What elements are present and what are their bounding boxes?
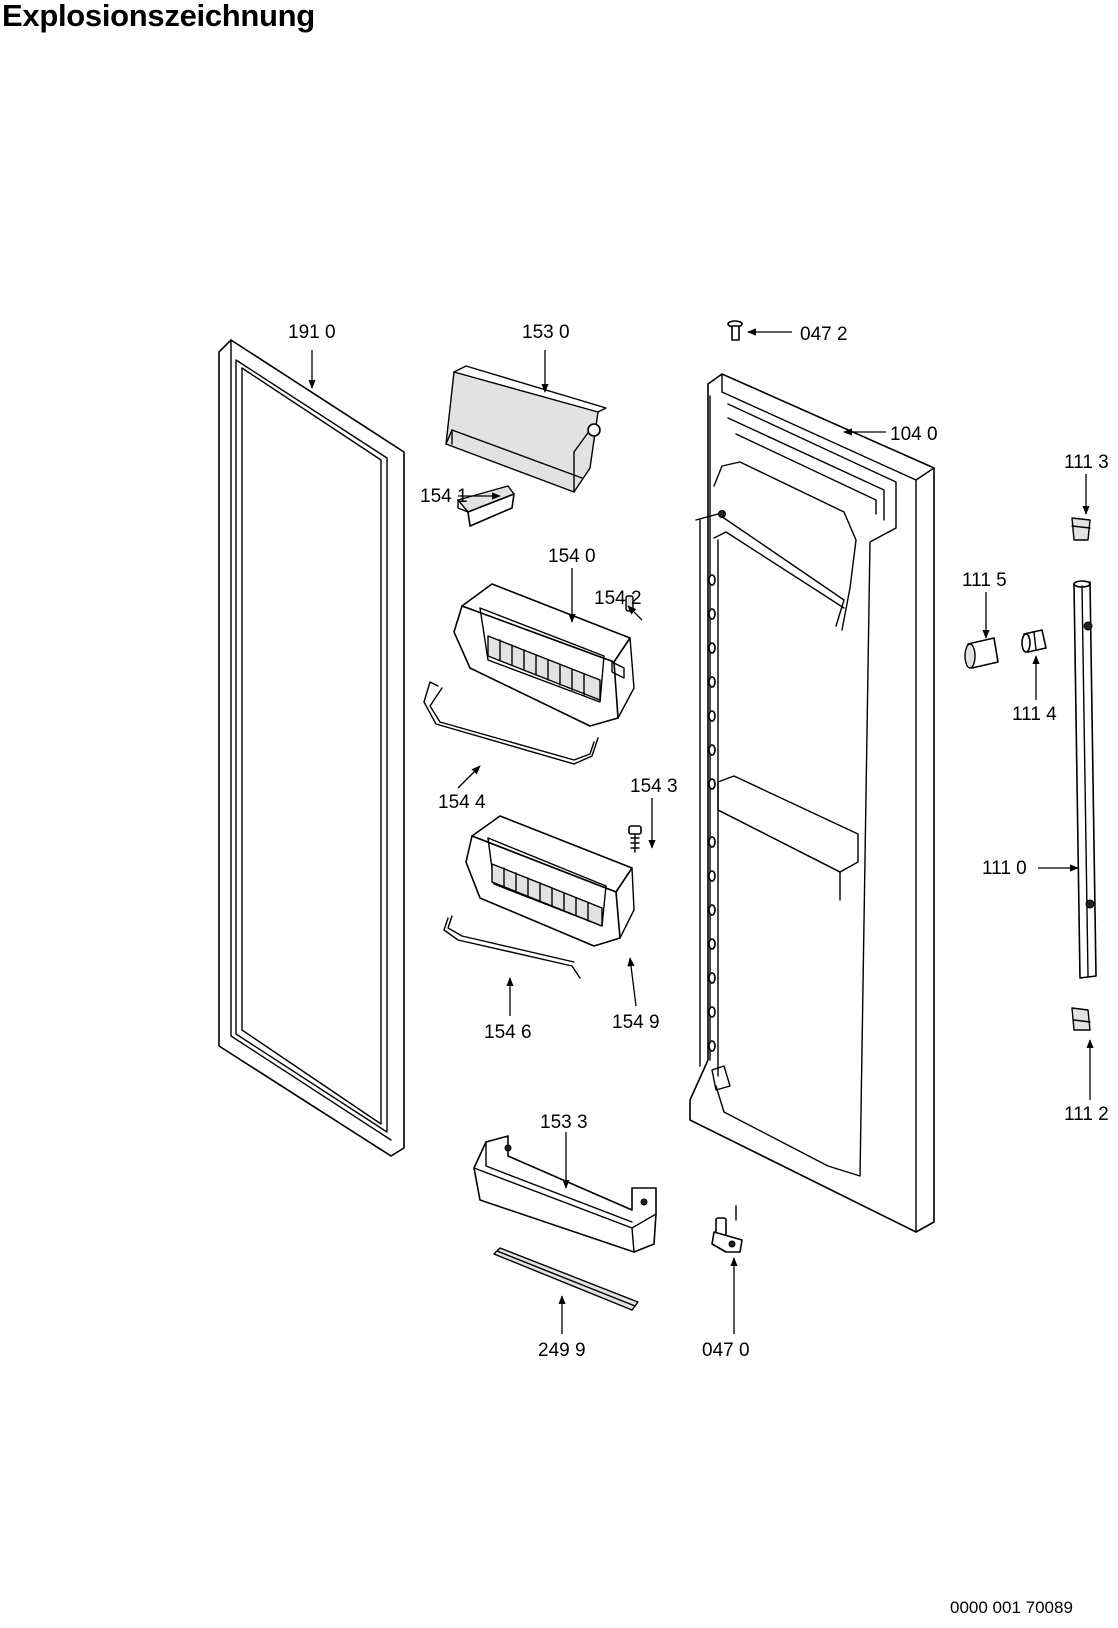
door-peg-holes bbox=[708, 574, 716, 1052]
label-cover-lever: 154 1 bbox=[420, 486, 468, 507]
label-trim-strip: 249 9 bbox=[538, 1340, 586, 1361]
label-pin-top: 047 2 bbox=[800, 324, 848, 345]
bottle-shelf bbox=[473, 1135, 657, 1253]
label-handle-cap-top: 111 3 bbox=[1064, 452, 1109, 473]
handle-spacer bbox=[1021, 629, 1047, 653]
door-hinge-bottom bbox=[711, 1205, 743, 1253]
screw bbox=[628, 825, 642, 853]
handle-end-cap-top bbox=[1071, 517, 1091, 541]
door-shelf-upper bbox=[453, 583, 635, 727]
refrigerator-door bbox=[689, 373, 935, 1233]
document-number: 0000 001 70089 bbox=[950, 1598, 1073, 1617]
label-handle-spacer: 111 4 bbox=[1012, 704, 1057, 725]
door-pin-top bbox=[727, 320, 743, 341]
rail-upper bbox=[423, 681, 599, 765]
label-handle-plug: 111 5 bbox=[962, 570, 1007, 591]
label-dairy-cover: 153 0 bbox=[522, 322, 570, 343]
page-title: Explosionszeichnung bbox=[2, 0, 315, 33]
trim-strip bbox=[493, 1247, 639, 1311]
label-shelf-lower-tab: 154 9 bbox=[612, 1012, 660, 1033]
handle-end-cap-bottom bbox=[1071, 1007, 1091, 1031]
label-screw: 154 3 bbox=[630, 776, 678, 797]
label-handle: 111 0 bbox=[982, 858, 1027, 879]
callout-labels: 191 0 153 0 047 2 104 0 111 3 154 1 154 … bbox=[288, 322, 1109, 1361]
handle-plug bbox=[964, 637, 999, 669]
label-rail-upper: 154 4 bbox=[438, 792, 486, 813]
label-rail-lower: 154 6 bbox=[484, 1022, 532, 1043]
label-door: 104 0 bbox=[890, 424, 938, 445]
rail-lower bbox=[443, 915, 581, 979]
dairy-compartment-cover bbox=[445, 365, 607, 493]
door-handle bbox=[1073, 580, 1097, 979]
leader-lines bbox=[308, 328, 1094, 1334]
label-hinge-bottom: 047 0 bbox=[702, 1340, 750, 1361]
door-shelf-lower bbox=[465, 815, 635, 947]
door-gasket bbox=[218, 339, 405, 1157]
label-gasket: 191 0 bbox=[288, 322, 336, 343]
label-clip-upper: 154 2 bbox=[594, 588, 642, 609]
label-shelf-upper: 154 0 bbox=[548, 546, 596, 567]
label-handle-cap-bottom: 111 2 bbox=[1064, 1104, 1109, 1125]
label-bottle-shelf: 153 3 bbox=[540, 1112, 588, 1133]
